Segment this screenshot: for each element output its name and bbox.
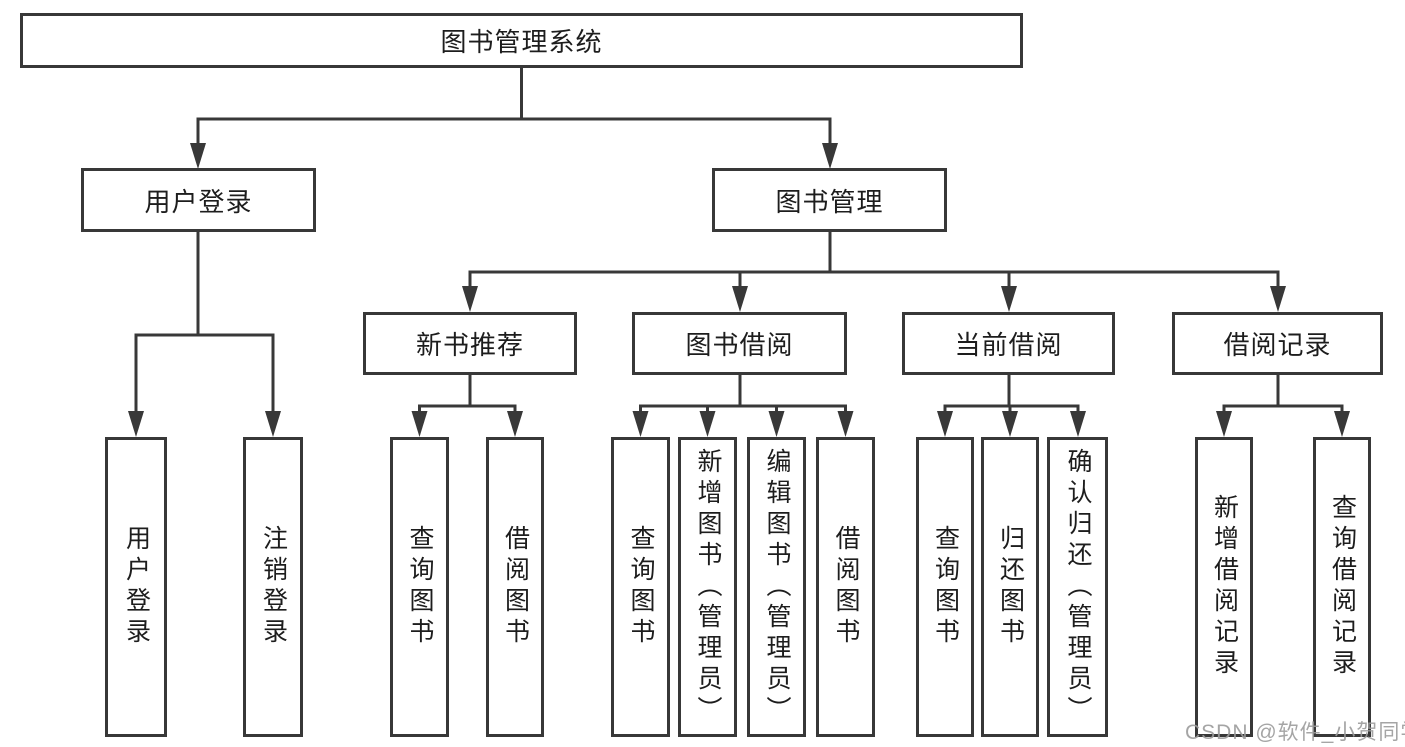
node-user-login-label: 用户登录 — [144, 186, 253, 217]
node-book-management: 图书管理 — [712, 168, 947, 232]
leaf-add-borrow-record: 新增借阅记录 — [1195, 437, 1253, 737]
leaf-query-books-newbooks: 查询图书 — [390, 437, 449, 737]
watermark: CSDN @软件_小贺同学 — [1185, 721, 1405, 744]
leaf-confirm-return-admin: 确认归还（管理员） — [1047, 437, 1108, 737]
node-new-book-recommendation-label: 新书推荐 — [415, 330, 524, 360]
leaf-user-login: 用户登录 — [105, 437, 167, 737]
node-borrowing-records-label: 借阅记录 — [1223, 330, 1332, 360]
node-current-borrowing: 当前借阅 — [902, 312, 1115, 375]
node-book-management-label: 图书管理 — [775, 186, 884, 217]
leaf-borrow-books-newbooks: 借阅图书 — [486, 437, 544, 737]
node-current-borrowing-label: 当前借阅 — [954, 330, 1063, 360]
leaf-add-books-admin: 新增图书（管理员） — [678, 437, 737, 737]
node-book-borrowing: 图书借阅 — [632, 312, 847, 375]
node-borrowing-records: 借阅记录 — [1172, 312, 1383, 375]
node-root-label: 图书管理系统 — [440, 27, 603, 57]
leaf-edit-books-admin: 编辑图书（管理员） — [747, 437, 806, 737]
node-book-borrowing-label: 图书借阅 — [685, 330, 794, 360]
leaf-query-books-current: 查询图书 — [916, 437, 974, 737]
leaf-query-borrow-record: 查询借阅记录 — [1313, 437, 1371, 737]
node-root: 图书管理系统 — [20, 13, 1023, 68]
node-user-login: 用户登录 — [81, 168, 316, 232]
leaf-borrow-books-borrowing: 借阅图书 — [816, 437, 875, 737]
leaf-query-books-borrowing: 查询图书 — [611, 437, 670, 737]
node-new-book-recommendation: 新书推荐 — [363, 312, 577, 375]
leaf-logout-login: 注销登录 — [243, 437, 303, 737]
leaf-return-books: 归还图书 — [981, 437, 1039, 737]
